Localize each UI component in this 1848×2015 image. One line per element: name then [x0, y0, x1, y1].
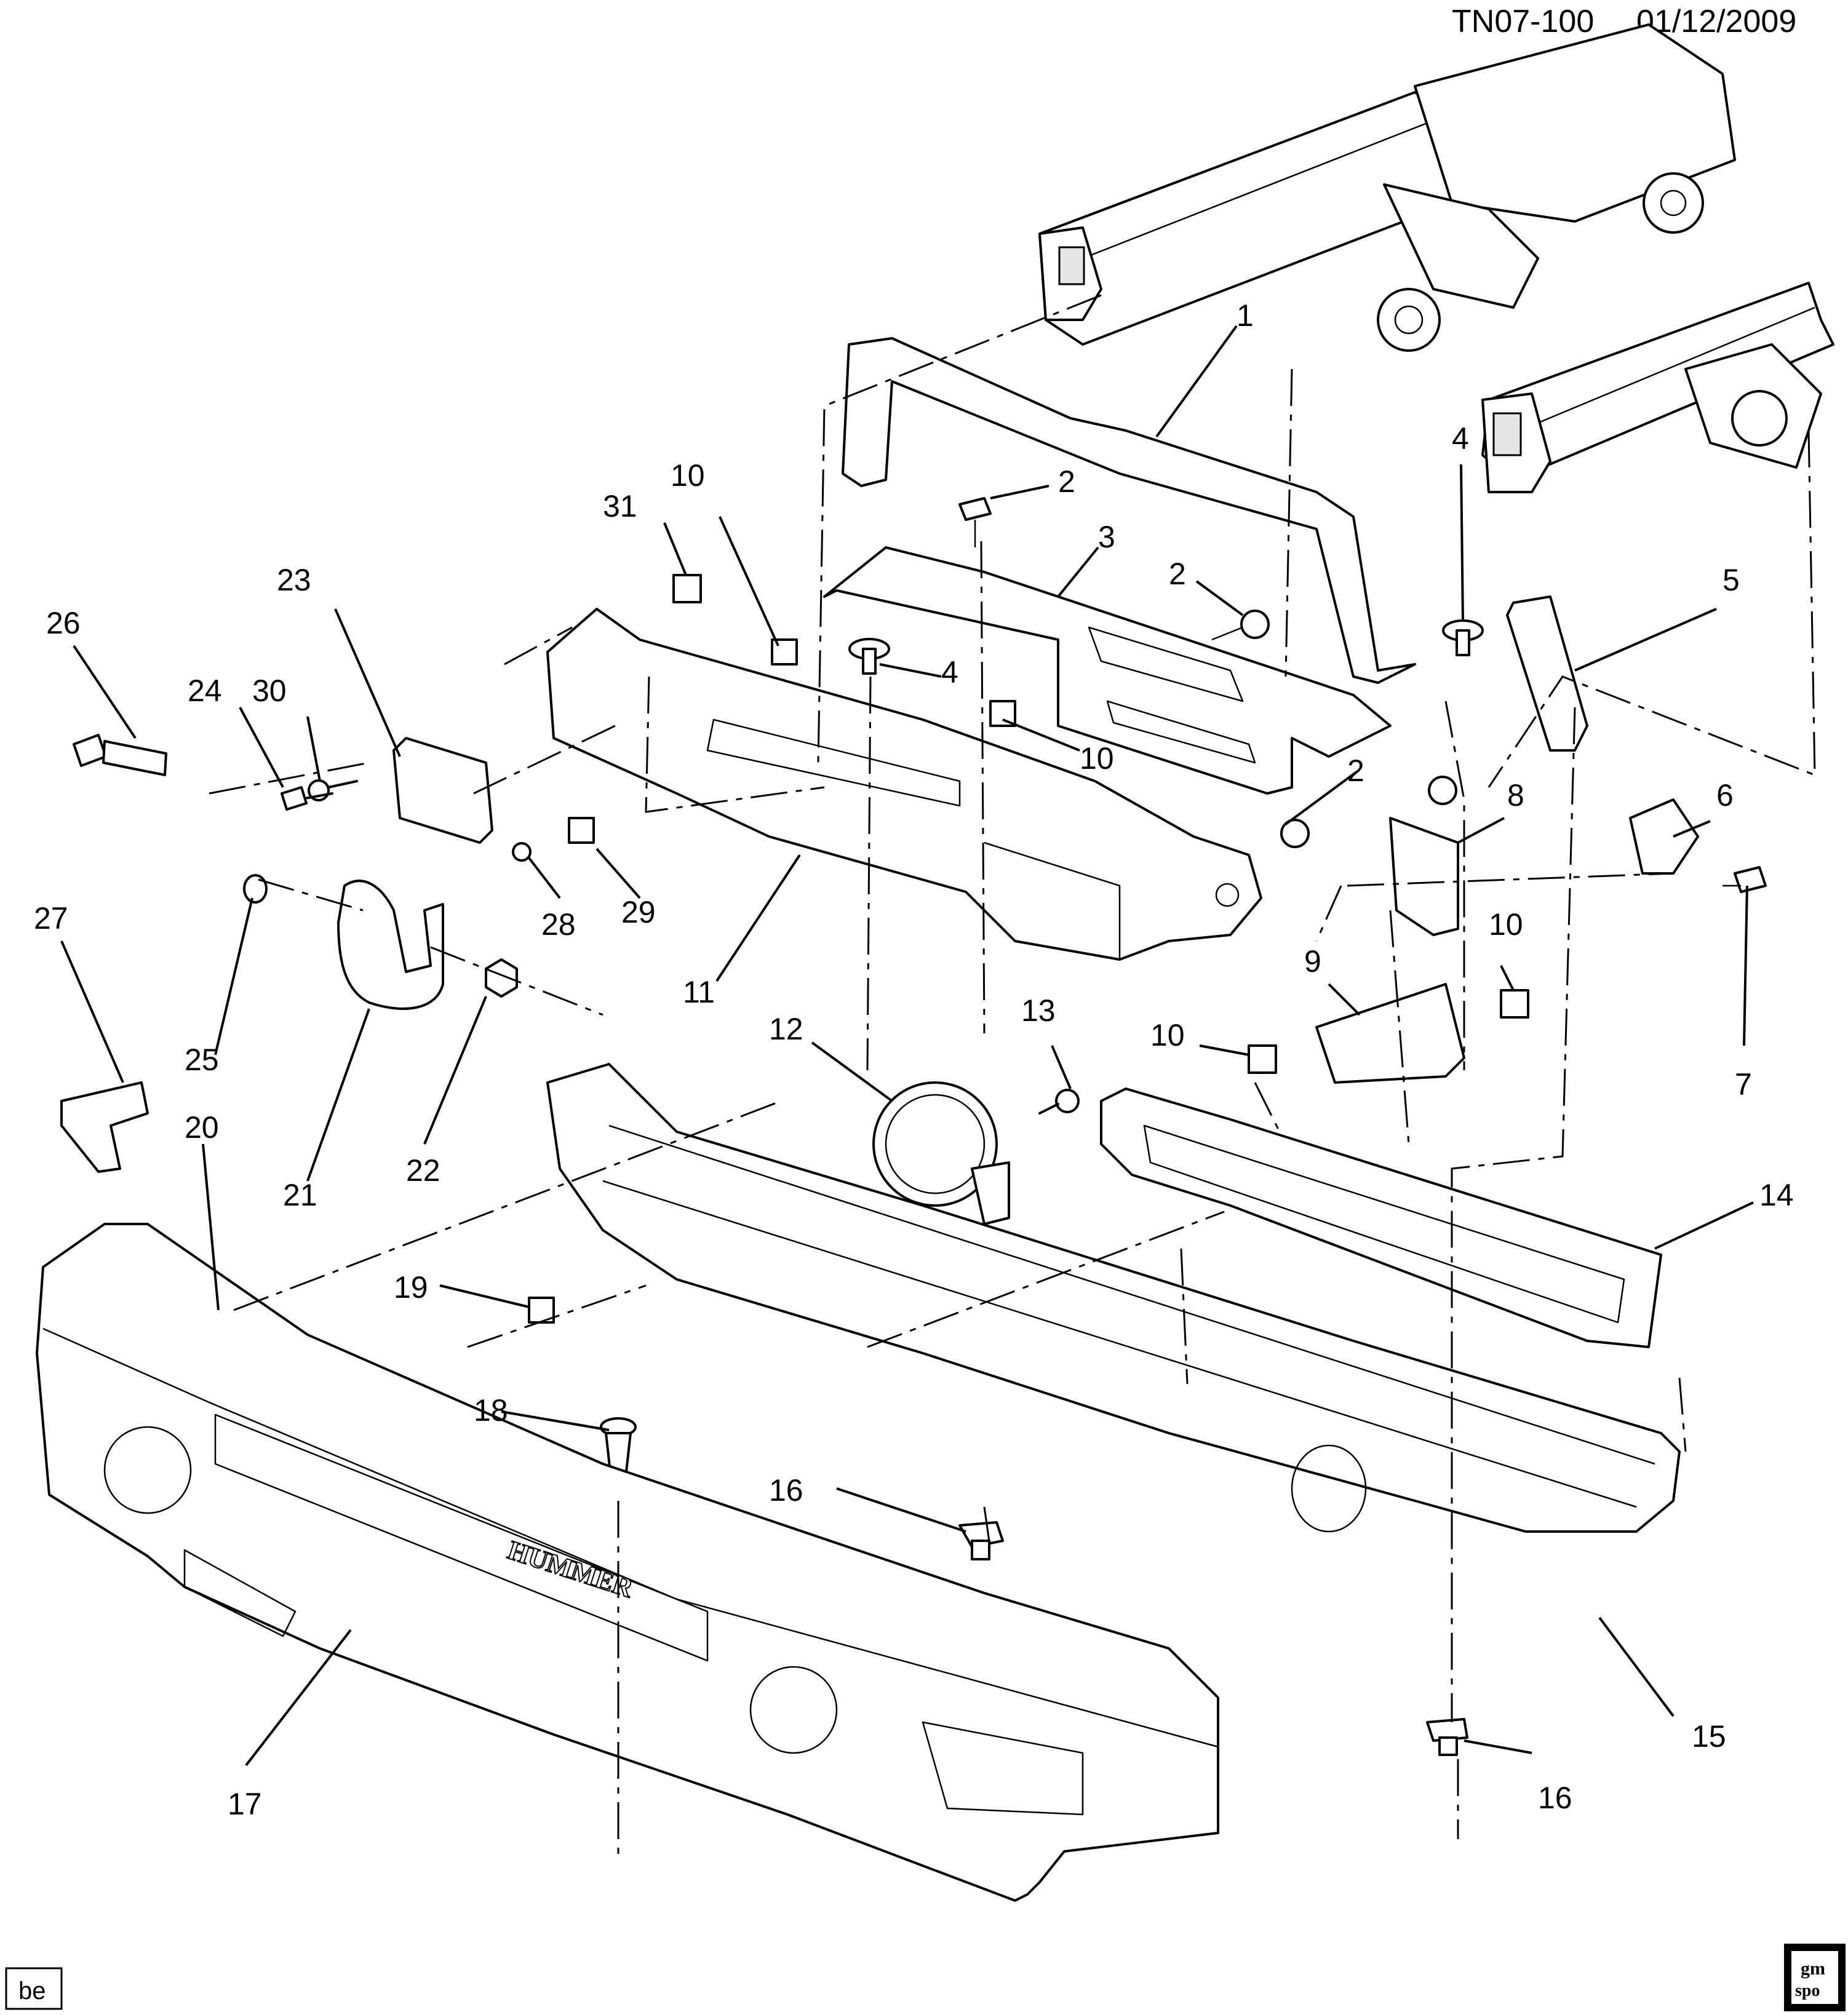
callout-6: 6 [1716, 778, 1734, 813]
part-3-plate [823, 546, 1392, 795]
callout-17: 17 [228, 1787, 262, 1821]
gm-spo-logo: gm spo [1784, 1944, 1846, 2011]
footer-badge-text: be [18, 1977, 46, 2005]
callout-10: 10 [1080, 741, 1114, 776]
frame-rails [1038, 23, 1834, 493]
part-2-bolt-mid [1211, 610, 1270, 641]
callout-2: 2 [1347, 753, 1364, 788]
callout-4: 4 [1452, 421, 1469, 456]
part-17-bumper-fascia [36, 1223, 1219, 1902]
callout-11: 11 [683, 975, 715, 1009]
part-27-trim [60, 1081, 149, 1173]
part-26-bolt [73, 734, 167, 776]
part-29-nut [568, 817, 595, 844]
callout-26: 26 [46, 606, 81, 640]
callout-22: 22 [406, 1153, 440, 1188]
part-21-tow-hook [337, 880, 444, 1010]
callout-30: 30 [252, 674, 287, 708]
part-16-pin-mid [958, 1521, 1004, 1560]
part-16-pin-bottom [1426, 1718, 1468, 1756]
part-2-bolt-right [1280, 776, 1457, 848]
callout-12: 12 [769, 1012, 803, 1046]
part-22-nut [485, 958, 518, 998]
callout-13: 13 [1021, 993, 1056, 1028]
callout-2: 2 [1058, 464, 1075, 499]
leader-lines [60, 325, 1754, 1767]
alignment-lines [209, 294, 1816, 1858]
callout-27: 27 [34, 901, 68, 936]
callout-24: 24 [188, 674, 222, 708]
part-4-push-pin [848, 638, 890, 675]
part-14-grille [1100, 1087, 1662, 1348]
callout-15: 15 [1692, 1719, 1726, 1754]
callout-5: 5 [1723, 563, 1740, 597]
callout-10: 10 [1150, 1018, 1185, 1052]
part-5-bracket [1506, 595, 1588, 752]
part-23-tow-bracket [392, 737, 493, 844]
callout-14: 14 [1759, 1178, 1794, 1212]
part-31-clip [672, 574, 702, 603]
part-9-bracket [1315, 983, 1465, 1084]
callout-23: 23 [277, 563, 311, 597]
footer-badge: be [5, 1967, 63, 2010]
logo-top-text: gm [1801, 1958, 1825, 1979]
callout-29: 29 [621, 895, 656, 929]
callout-8: 8 [1507, 778, 1524, 813]
callout-4: 4 [941, 655, 958, 690]
part-28-screw [512, 842, 532, 862]
part-25-washer [243, 874, 268, 904]
part-15-energy-absorber [546, 1063, 1681, 1533]
callout-25: 25 [185, 1043, 219, 1077]
part-7-bolt [1723, 866, 1767, 893]
callout-3: 3 [1098, 520, 1115, 554]
callout-19: 19 [394, 1270, 428, 1305]
callout-31: 31 [603, 489, 637, 523]
part-1-bracket [842, 337, 1416, 684]
callout-20: 20 [185, 1110, 219, 1145]
part-11-reinforcement [546, 608, 1262, 961]
callout-1: 1 [1237, 298, 1254, 333]
callout-21: 21 [283, 1178, 317, 1212]
callout-2: 2 [1169, 557, 1186, 591]
part-12-fog-lamp [872, 1081, 1010, 1225]
part-8-bracket [1389, 817, 1459, 936]
part-10-clip-d [1248, 1044, 1277, 1074]
part-2-bolt-top [958, 497, 992, 547]
callout-18: 18 [474, 1393, 508, 1428]
part-4-push-pin-right [1442, 619, 1484, 656]
callout-10: 10 [1489, 907, 1523, 942]
callout-16: 16 [1538, 1781, 1572, 1815]
callout-10: 10 [671, 458, 705, 493]
diagram-code: TN07-100 [1452, 4, 1594, 39]
callout-28: 28 [541, 907, 576, 942]
logo-bottom-text: spo [1795, 1981, 1820, 2000]
callout-7: 7 [1735, 1067, 1752, 1102]
part-13-screw [1038, 1089, 1080, 1115]
part-10-clip-c [1500, 989, 1529, 1019]
part-6-bracket [1629, 798, 1699, 875]
callout-9: 9 [1304, 944, 1321, 979]
callout-labels: 1 2 2 2 3 4 4 5 6 7 8 9 10 10 10 10 11 1… [34, 298, 1794, 1821]
callout-16: 16 [769, 1473, 803, 1508]
part-24-bolt [281, 786, 333, 811]
